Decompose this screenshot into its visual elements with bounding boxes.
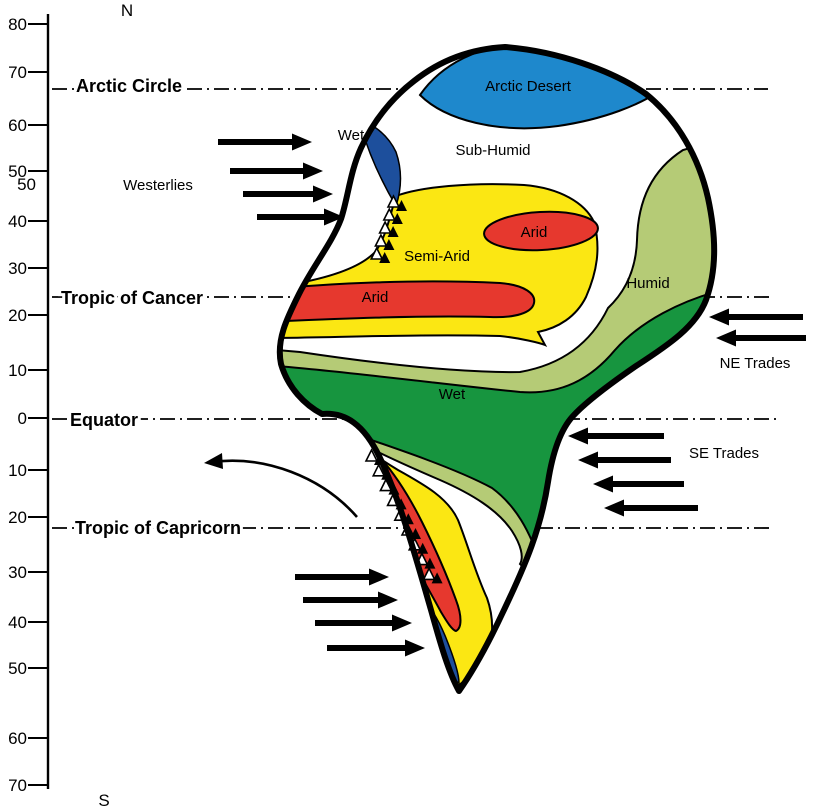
mountain-icon xyxy=(424,557,436,569)
se-trades-arrow-head xyxy=(568,427,588,445)
se-trades-arrow-head xyxy=(604,499,624,517)
ne-trades-label: NE Trades xyxy=(720,355,791,372)
axis-tick-label: 70 xyxy=(8,776,27,795)
mountain-icon xyxy=(417,542,429,554)
axis-tick-label: 10 xyxy=(8,461,27,480)
mountain-icon xyxy=(383,239,395,250)
arid-east-label: Arid xyxy=(521,224,548,241)
wet-northwest-label: Wet xyxy=(338,127,365,144)
westerlies-south-arrow-shaft xyxy=(295,574,369,580)
mountain-icon xyxy=(374,233,388,247)
westerlies-north-arrow-head xyxy=(303,162,323,180)
axis-tick-label: 40 xyxy=(8,613,27,632)
se-trades-arrow-shaft xyxy=(613,481,684,487)
mountain-icon xyxy=(379,252,391,263)
sub-humid-label: Sub-Humid xyxy=(455,142,530,159)
westerlies-south-arrow-head xyxy=(378,591,398,609)
zone-arid-west xyxy=(279,280,536,324)
arctic-circle-label: Arctic Circle xyxy=(76,76,182,96)
mountain-icon xyxy=(371,463,386,477)
mountain-icon xyxy=(410,528,421,539)
mountain-icon xyxy=(369,246,384,260)
ne-trades: NE Trades xyxy=(709,308,806,372)
arid-west-label: Arid xyxy=(362,289,389,306)
axis-tick-label: 0 xyxy=(18,409,27,428)
axis-tick-label: 50 xyxy=(8,659,27,678)
westerlies-north-arrow-shaft xyxy=(218,139,292,145)
axis-tick-label: 60 xyxy=(8,116,27,135)
curved-arrow xyxy=(204,453,358,518)
mountain-icon xyxy=(396,200,407,211)
westerlies-south xyxy=(295,568,425,657)
se-trades-arrow-head xyxy=(593,475,613,493)
westerlies-south-arrow-head xyxy=(369,568,389,586)
semi-arid-label: Semi-Arid xyxy=(404,248,470,265)
zone-arid-east xyxy=(483,210,599,252)
humid-label: Humid xyxy=(626,275,669,292)
zone-wet-northwest xyxy=(357,117,402,208)
northern-mountains xyxy=(369,194,407,263)
axis-tick-label: 30 xyxy=(8,563,27,582)
ne-trades-arrow-head xyxy=(709,308,729,326)
north-pole-label: N xyxy=(121,1,133,20)
arctic-desert-label: Arctic Desert xyxy=(485,78,572,95)
axis-tick-label: 30 xyxy=(8,259,27,278)
se-trades: SE Trades xyxy=(568,427,759,517)
westerlies-north-arrow-shaft xyxy=(230,168,303,174)
axis-tick-label: 20 xyxy=(8,306,27,325)
mountain-icon xyxy=(364,448,379,462)
axis-tick-label: 20 xyxy=(8,508,27,527)
axis-tick-label: 80 xyxy=(8,15,27,34)
westerlies-south-arrow-shaft xyxy=(303,597,378,603)
zone-labels: Arctic DesertWetSub-HumidSemi-AridAridAr… xyxy=(338,78,670,403)
continent-outline xyxy=(276,44,718,694)
ne-trades-arrow-head xyxy=(716,329,736,347)
axis-tick-label: 40 xyxy=(8,212,27,231)
westerlies-north-arrow-shaft xyxy=(243,191,313,197)
mountain-icon xyxy=(378,220,392,234)
ne-trades-arrow-shaft xyxy=(736,335,806,341)
se-trades-arrow-shaft xyxy=(624,505,698,511)
tropic-of-capricorn-label: Tropic of Capricorn xyxy=(75,518,241,538)
axis-tick-label: 60 xyxy=(8,729,27,748)
mountain-icon xyxy=(422,566,436,581)
westerlies-north-arrow-shaft xyxy=(257,214,324,220)
axis-tick-label: 50 xyxy=(8,162,27,181)
south-pole-label: S xyxy=(98,791,109,809)
westerlies-south-arrow-head xyxy=(392,614,412,632)
westerlies-south-arrow-shaft xyxy=(315,620,392,626)
westerlies-south-arrow-head xyxy=(405,639,425,657)
mountain-icon xyxy=(431,572,443,584)
curved-arrow-head xyxy=(204,453,223,469)
westerlies-south-arrow-shaft xyxy=(327,645,405,651)
westerlies-north-arrow-head xyxy=(292,133,312,151)
mountain-icon xyxy=(387,226,399,237)
axis-extra-label: 50 xyxy=(17,175,36,194)
tropic-of-cancer-label: Tropic of Cancer xyxy=(61,288,203,308)
westerlies-north-arrow-head xyxy=(313,185,333,203)
mountain-icon xyxy=(391,213,403,224)
equator-label: Equator xyxy=(70,410,138,430)
westerlies-north: Westerlies xyxy=(123,133,344,226)
se-trades-arrow-head xyxy=(578,451,598,469)
se-trades-arrow-shaft xyxy=(588,433,664,439)
se-trades-arrow-shaft xyxy=(598,457,671,463)
wet-equatorial-label: Wet xyxy=(439,386,466,403)
continent-zones xyxy=(279,47,715,691)
wind-systems: Westerlies NE Trades SE Trades xyxy=(123,133,806,657)
axis-tick-label: 70 xyxy=(8,63,27,82)
latitude-axis: N S 80 70 60 50 40 30 20 10 0 10 20 30 40 50 60 70 50 xyxy=(8,1,133,809)
mountain-icon xyxy=(386,194,401,208)
westerlies-north-label: Westerlies xyxy=(123,177,193,194)
westerlies-north-arrow-head xyxy=(324,208,344,226)
ne-trades-arrow-shaft xyxy=(729,314,803,320)
axis-ticks: 80 70 60 50 40 30 20 10 0 10 20 30 40 50 60 70 50 xyxy=(8,15,48,795)
mountain-icon xyxy=(382,207,397,221)
se-trades-label: SE Trades xyxy=(689,445,759,462)
axis-tick-label: 10 xyxy=(8,361,27,380)
